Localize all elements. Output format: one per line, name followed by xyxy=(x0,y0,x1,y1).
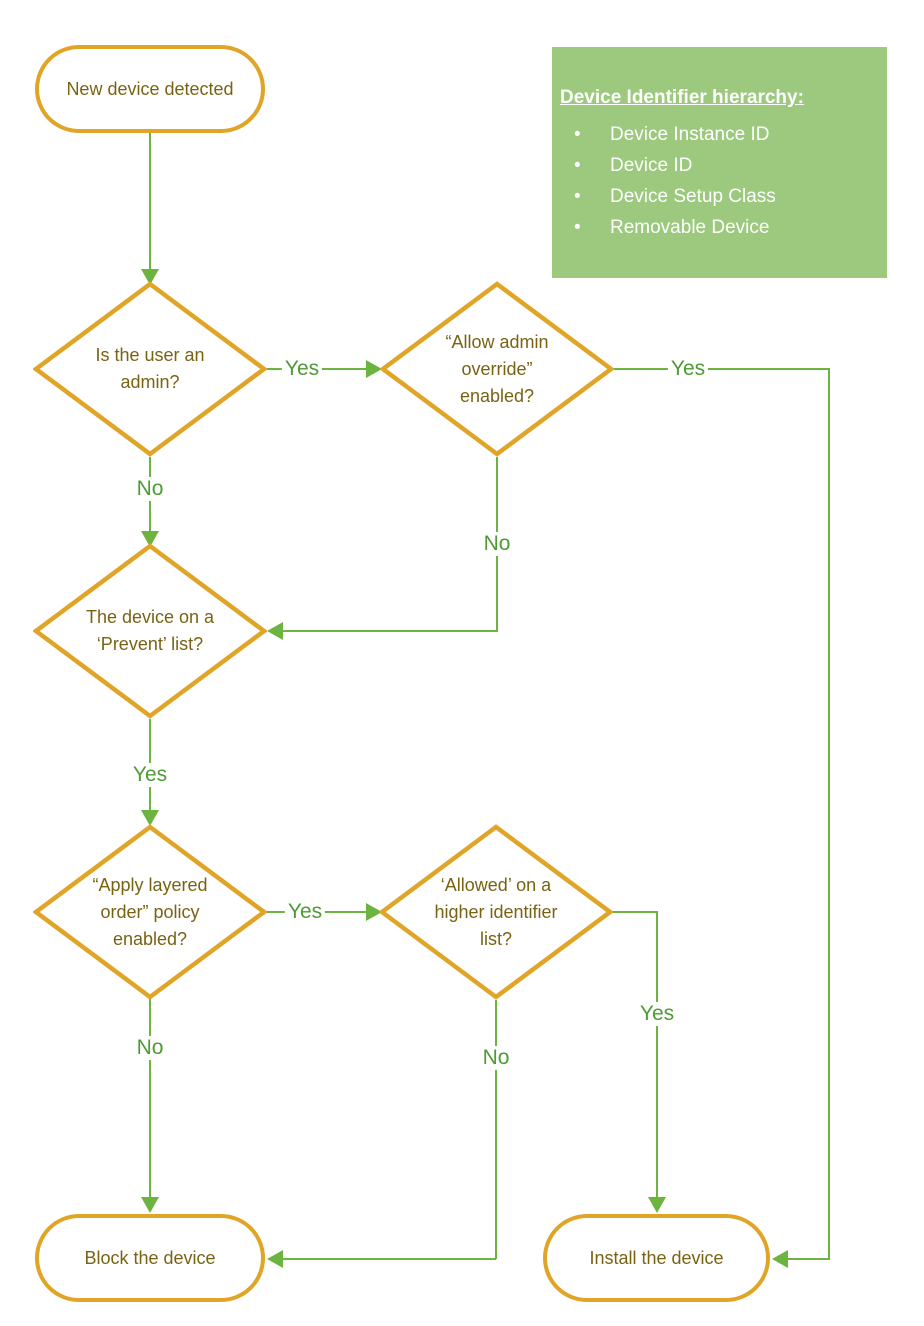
node-label: New device detected xyxy=(66,78,234,99)
edge-label-yes: Yes xyxy=(281,357,323,381)
edge-label-yes: Yes xyxy=(636,1002,678,1026)
node-label: ‘Allowed’ on a higher identifier list? xyxy=(434,874,558,949)
legend-title: Device Identifier hierarchy: xyxy=(560,87,804,108)
node-label: Install the device xyxy=(589,1247,724,1268)
node-label: “Allow admin override” enabled? xyxy=(445,331,549,406)
diamond-shape xyxy=(33,543,267,719)
node-label: Is the user an admin? xyxy=(95,345,205,392)
arrow-down-icon xyxy=(141,531,159,547)
legend-item: • Device Setup Class xyxy=(560,181,879,212)
legend-item: • Removable Device xyxy=(560,212,879,243)
device-identifier-hierarchy-panel: Device Identifier hierarchy: • Device In… xyxy=(552,47,887,278)
connector-line xyxy=(149,133,151,269)
edge-label-no: No xyxy=(479,1046,513,1070)
start-node-new-device-detected: New device detected xyxy=(35,45,265,133)
connector-line xyxy=(828,368,830,1260)
bullet-icon: • xyxy=(574,186,581,207)
arrow-left-icon xyxy=(772,1250,788,1268)
legend-item: • Device ID xyxy=(560,150,879,181)
node-label: The device on a ‘Prevent’ list? xyxy=(85,607,215,654)
diamond-shape xyxy=(33,281,267,457)
legend-item-label: Device Instance ID xyxy=(610,124,770,145)
connector-line xyxy=(149,999,151,1197)
edge-label-no: No xyxy=(133,477,167,501)
edge-label-yes: Yes xyxy=(284,900,326,924)
bullet-icon: • xyxy=(574,155,581,176)
diamond-shape xyxy=(33,824,267,1000)
arrow-down-icon xyxy=(648,1197,666,1213)
bullet-icon: • xyxy=(574,217,581,238)
arrow-left-icon xyxy=(267,1250,283,1268)
legend-item-label: Device Setup Class xyxy=(610,186,776,207)
arrow-left-icon xyxy=(267,622,283,640)
arrow-down-icon xyxy=(141,810,159,826)
decision-allowed-on-higher-identifier-list: ‘Allowed’ on a higher identifier list? xyxy=(379,824,613,1000)
legend-item-label: Device ID xyxy=(610,155,693,176)
connector-line xyxy=(788,1258,830,1260)
node-label: “Apply layered order” policy enabled? xyxy=(92,874,208,949)
decision-is-user-admin: Is the user an admin? xyxy=(33,281,267,457)
arrow-down-icon xyxy=(141,1197,159,1213)
arrow-right-icon xyxy=(366,360,382,378)
connector-line xyxy=(495,1000,497,1259)
legend-item: • Device Instance ID xyxy=(560,119,879,150)
connector-line xyxy=(283,1258,496,1260)
connector-line xyxy=(283,630,498,632)
legend-item-label: Removable Device xyxy=(610,217,770,238)
edge-label-yes: Yes xyxy=(667,357,709,381)
diamond-shape xyxy=(380,281,614,457)
decision-device-on-prevent-list: The device on a ‘Prevent’ list? xyxy=(33,543,267,719)
end-node-block-the-device: Block the device xyxy=(35,1214,265,1302)
bullet-icon: • xyxy=(574,124,581,145)
connector-line xyxy=(614,368,830,370)
connector-line xyxy=(610,911,658,913)
end-node-install-the-device: Install the device xyxy=(543,1214,770,1302)
decision-apply-layered-order-policy: “Apply layered order” policy enabled? xyxy=(33,824,267,1000)
edge-label-no: No xyxy=(133,1036,167,1060)
diamond-shape xyxy=(379,824,613,1000)
connector-line xyxy=(656,911,658,1197)
edge-label-yes: Yes xyxy=(129,763,171,787)
arrow-right-icon xyxy=(366,903,382,921)
node-label: Block the device xyxy=(84,1247,216,1268)
decision-allow-admin-override: “Allow admin override” enabled? xyxy=(380,281,614,457)
edge-label-no: No xyxy=(480,532,514,556)
arrow-down-icon xyxy=(141,269,159,285)
